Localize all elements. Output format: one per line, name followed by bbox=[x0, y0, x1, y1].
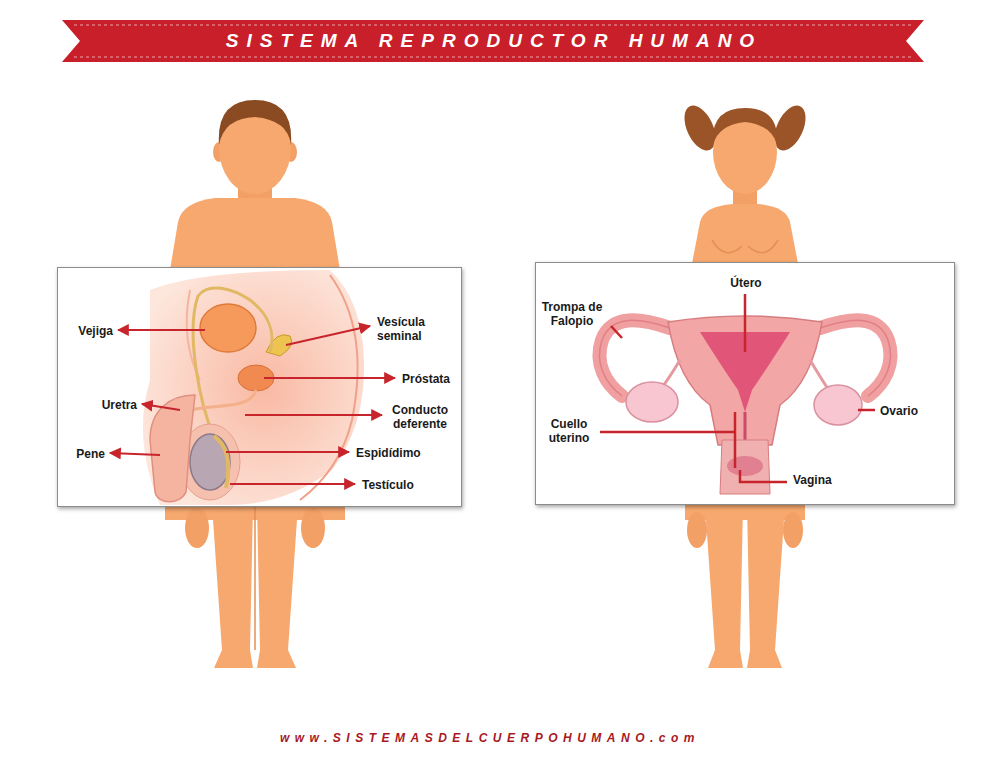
part-label: Testículo bbox=[362, 478, 414, 492]
leader-line-shape bbox=[110, 453, 160, 455]
leader-line-shape bbox=[118, 329, 205, 331]
part-label: Próstata bbox=[402, 372, 450, 386]
female-figure-shape bbox=[783, 512, 803, 548]
female-anatomy-shape bbox=[820, 320, 891, 396]
leader-line-shape bbox=[286, 326, 370, 345]
female-anatomy-shape bbox=[820, 320, 891, 396]
female-figure-shape bbox=[712, 240, 742, 253]
part-label: Conducto deferente bbox=[389, 403, 451, 432]
male-figure-shape bbox=[185, 508, 209, 548]
panel-ground-shape bbox=[57, 267, 462, 507]
male-figure-shape bbox=[301, 508, 325, 548]
female-anatomy-shape bbox=[727, 456, 763, 476]
anatomy-panel: Vejiga Vesícula seminalPróstataUretra Cond… bbox=[57, 267, 462, 507]
part-label: Vejiga bbox=[78, 324, 113, 338]
male-figure-shape bbox=[254, 505, 256, 650]
male-anatomy-shape bbox=[300, 275, 358, 500]
website-caption: www.SISTEMASDELCUERPOHUMANO.com bbox=[280, 731, 700, 745]
leader-line-shape bbox=[142, 404, 180, 410]
title-text: SISTEMA REPRODUCTOR HUMANO bbox=[226, 30, 762, 52]
female-figure-shape bbox=[748, 240, 778, 253]
title-ribbon bbox=[62, 20, 924, 62]
part-label: Uretra bbox=[102, 398, 137, 412]
part-label: Vesícula seminal bbox=[377, 315, 435, 344]
panel-ground bbox=[57, 262, 955, 507]
part-label: Ovario bbox=[880, 404, 918, 418]
leader-line-shape bbox=[744, 294, 747, 352]
male-anatomy-shape bbox=[190, 434, 230, 490]
leader-line bbox=[110, 326, 395, 484]
male-figure-shape bbox=[257, 505, 298, 668]
title-ribbon-shape bbox=[62, 20, 924, 62]
male-anatomy-shape bbox=[150, 395, 195, 502]
female-figure-shape bbox=[713, 108, 777, 145]
part-label: Espidídimo bbox=[356, 446, 421, 460]
leader-line-shape bbox=[740, 470, 787, 482]
leader-line-shape bbox=[230, 483, 355, 485]
male-anatomy-shape bbox=[214, 436, 228, 488]
leader-line-shape bbox=[611, 326, 622, 338]
title-ribbon-shape bbox=[74, 25, 912, 26]
male-anatomy-shape bbox=[143, 270, 364, 505]
male-figure-shape bbox=[212, 505, 253, 668]
male-anatomy-shape bbox=[200, 304, 256, 352]
anatomy-panel: ÚteroTrompa de FalopioOvarioCuello uteri… bbox=[535, 262, 955, 505]
female-anatomy-shape bbox=[744, 412, 747, 442]
male-anatomy-shape bbox=[193, 288, 272, 440]
leader-line-shape bbox=[858, 409, 875, 412]
leader-line-shape bbox=[226, 451, 349, 453]
female-figure-shape bbox=[747, 505, 785, 668]
leader-line-shape bbox=[245, 414, 382, 416]
part-label: Trompa de Falopio bbox=[536, 300, 608, 329]
leader-line-shape bbox=[264, 377, 395, 379]
part-label: Útero bbox=[730, 276, 761, 290]
female-anatomy-shape bbox=[626, 382, 678, 422]
part-label: Pene bbox=[76, 447, 105, 461]
female-anatomy-shape bbox=[720, 440, 770, 494]
male-figure-shape bbox=[219, 100, 291, 145]
title-ribbon-shape bbox=[74, 57, 912, 58]
female-figure-shape bbox=[687, 512, 707, 548]
male-anatomy bbox=[143, 270, 364, 505]
female-figure-shape bbox=[705, 505, 743, 668]
panel-ground-shape bbox=[535, 262, 955, 505]
part-label: Cuello uterino bbox=[541, 417, 597, 446]
leader-line bbox=[600, 294, 875, 482]
leader-line-shape bbox=[600, 431, 735, 434]
leader-line-shape bbox=[734, 412, 737, 468]
part-label: Vagina bbox=[793, 473, 832, 487]
female-anatomy-shape bbox=[814, 385, 862, 425]
